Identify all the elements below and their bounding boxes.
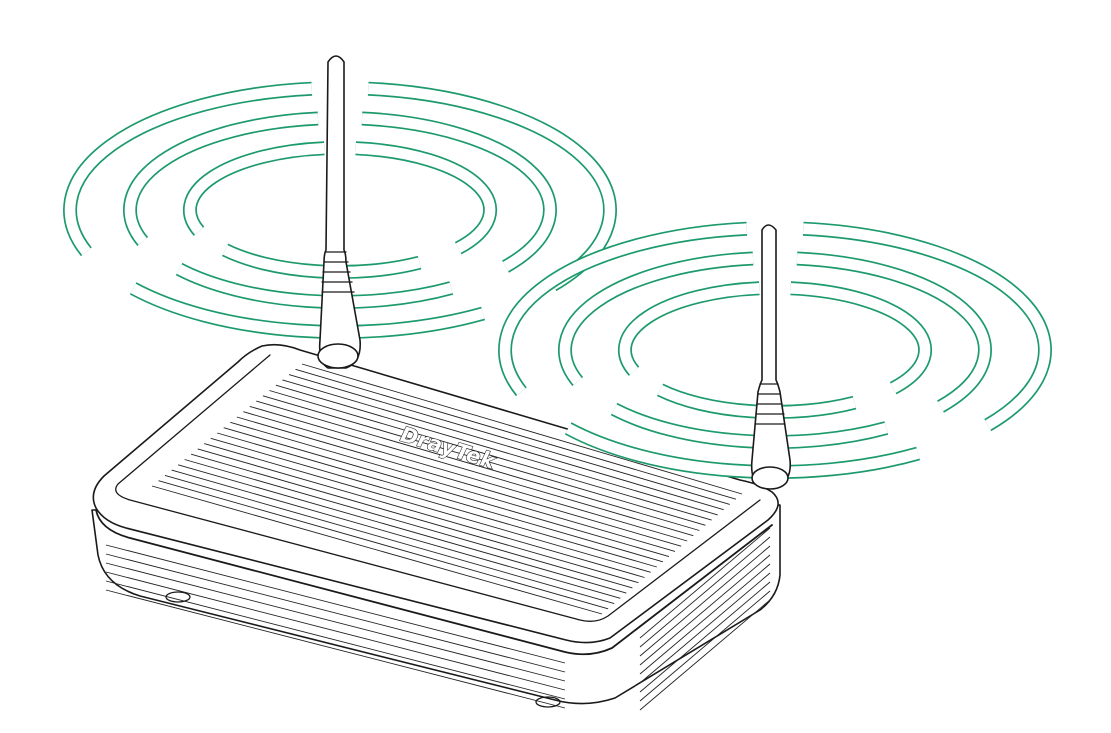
cooling-fin <box>288 374 730 505</box>
router-foot <box>535 696 561 708</box>
cooling-fin <box>262 395 706 526</box>
signal-wave-arc-inner <box>611 404 888 448</box>
side-vent-slot <box>639 536 771 648</box>
signal-wave-arc-inner <box>367 83 616 290</box>
cooling-fin <box>190 453 639 584</box>
cooling-fin <box>204 443 651 573</box>
cooling-fin <box>210 437 657 568</box>
side-vent-slot <box>639 527 771 639</box>
side-vent-slot <box>639 554 771 666</box>
wifi-signal-waves-left-icon <box>63 81 617 340</box>
cooling-fin <box>282 379 724 511</box>
cooling-fin <box>256 400 700 531</box>
antenna-left-icon <box>317 55 362 369</box>
front-vent-slot <box>105 562 566 682</box>
cooling-fin <box>230 421 676 552</box>
cooling-fin <box>236 416 682 547</box>
front-vent-slot <box>105 589 566 709</box>
cooling-fin <box>301 363 743 495</box>
signal-wave-arc-inner <box>790 283 931 393</box>
signal-wave-arc-inner <box>64 83 313 256</box>
front-vent-slot <box>105 553 566 673</box>
front-vent-slot <box>105 580 566 700</box>
signal-wave-arc-inner <box>619 283 760 375</box>
signal-wave-arc-inner <box>222 245 421 278</box>
cooling-fin <box>217 432 664 563</box>
cooling-fin <box>164 474 615 605</box>
signal-wave-arc-inner <box>355 143 496 253</box>
side-vent-slot <box>639 599 771 711</box>
cooling-fin <box>249 405 694 537</box>
signal-wave-arc-inner <box>124 113 319 245</box>
cooling-fin <box>177 464 627 594</box>
side-vent-slot <box>639 563 771 675</box>
cooling-fin <box>184 459 633 589</box>
signal-wave-arc <box>796 251 992 413</box>
cooling-fin <box>243 411 688 542</box>
signal-wave-arc-inner <box>130 283 485 338</box>
signal-wave-arc-inner <box>176 264 453 308</box>
router-foot <box>165 591 191 603</box>
signal-wave-arc-inner <box>499 223 748 396</box>
antenna-right-icon <box>750 224 792 490</box>
cooling-fin <box>275 384 718 516</box>
front-vents <box>105 544 566 709</box>
wifi-signal-waves-right-icon <box>498 221 1052 480</box>
front-vent-slot <box>105 544 566 664</box>
signal-wave-arc <box>361 111 557 273</box>
signal-wave-arc-inner <box>796 253 991 412</box>
signal-wave-arc-inner <box>657 385 856 418</box>
top-cooling-fins <box>151 363 743 615</box>
cooling-fin <box>158 480 609 610</box>
side-vent-slot <box>639 581 771 693</box>
cooling-fin <box>197 448 645 578</box>
cooling-fin <box>269 390 712 521</box>
cooling-fin <box>171 469 621 599</box>
signal-wave-arc-inner <box>559 253 754 385</box>
signal-wave-arc-inner <box>802 223 1051 430</box>
front-vent-slot <box>105 571 566 691</box>
signal-wave-arc-inner <box>565 423 920 478</box>
side-vent-slot <box>639 590 771 702</box>
cooling-fin <box>223 427 670 558</box>
cooling-fin <box>151 485 603 615</box>
signal-wave-arc-inner <box>361 113 556 272</box>
side-vent-slot <box>639 545 771 657</box>
cooling-fin <box>295 368 737 500</box>
side-vent-slot <box>639 572 771 684</box>
router-body: DrayTek <box>91 343 781 711</box>
signal-wave-arc-inner <box>184 143 325 235</box>
side-vents <box>639 527 771 711</box>
